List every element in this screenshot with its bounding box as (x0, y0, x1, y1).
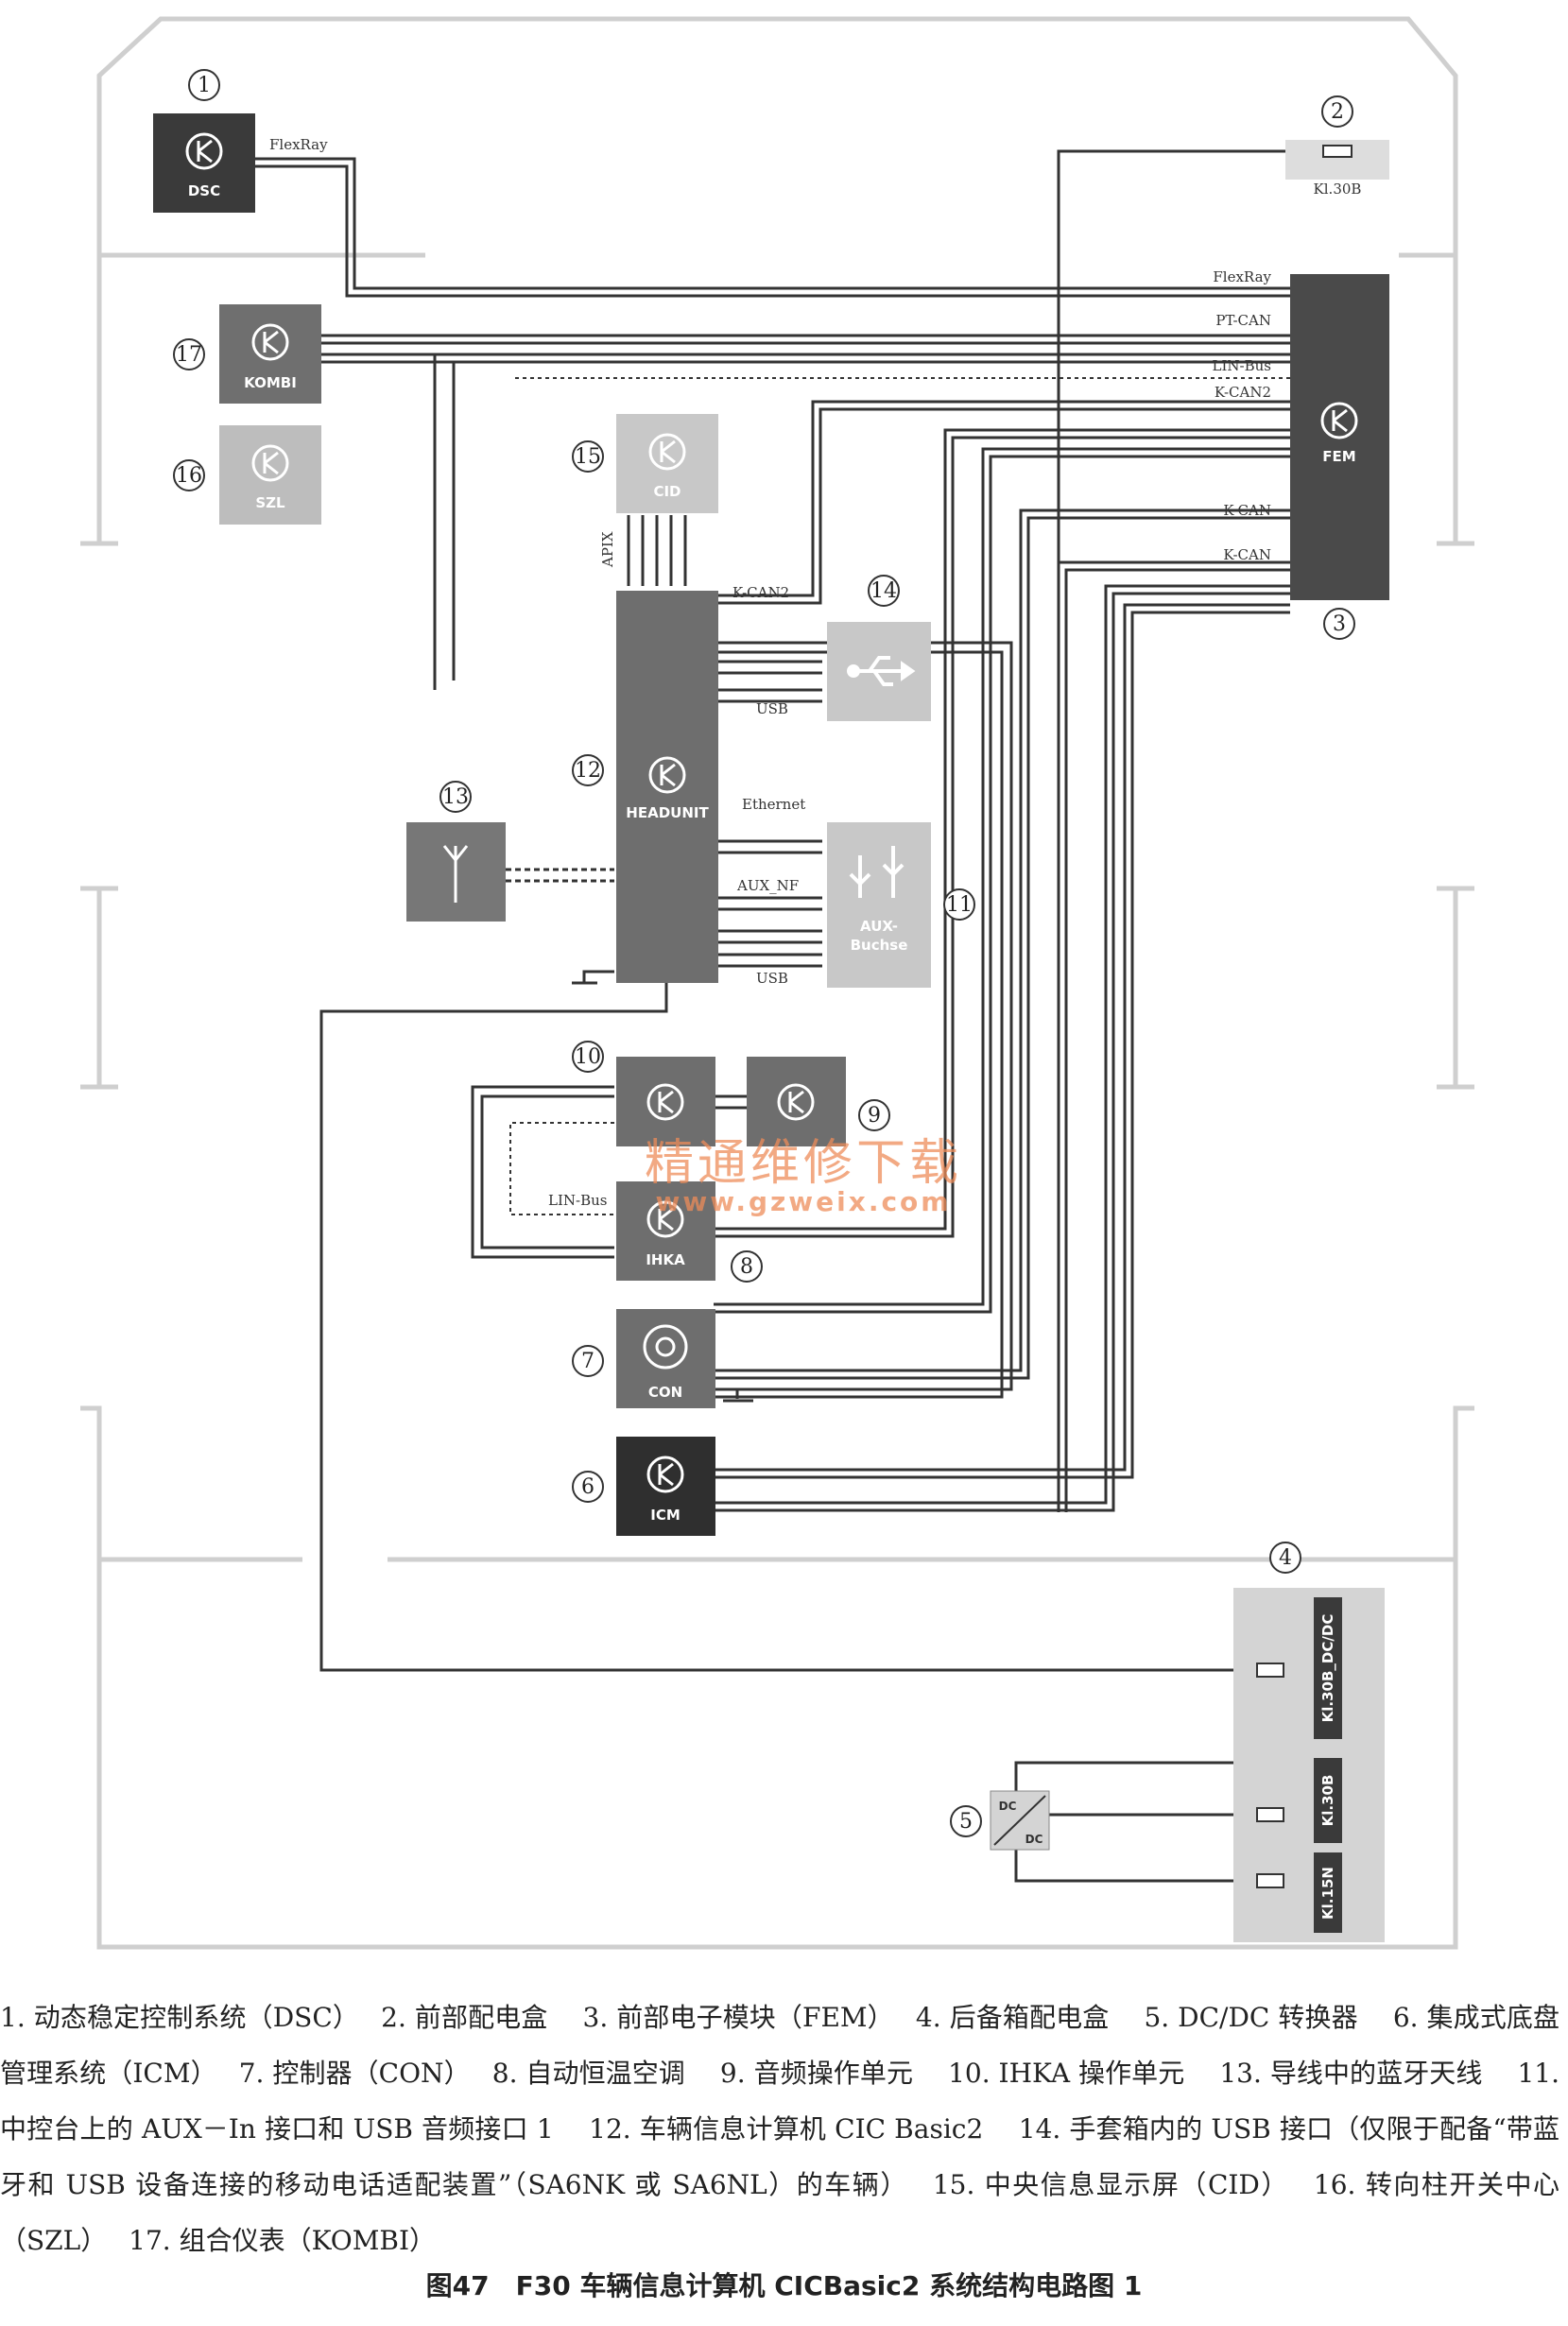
legend-item: 8. 自动恒温空调 (491, 2058, 685, 2089)
num-10: 10 (575, 1045, 601, 1069)
legend-item: 16. 转向柱开关中心（SZL） (0, 2169, 1559, 2256)
rear-box-label-1: Kl.30B_DC/DC (1319, 1614, 1336, 1723)
bus-label-flexray-fem: FlexRay (1213, 268, 1271, 285)
legend-item: 4. 后备箱配电盒 (915, 2002, 1110, 2033)
bus-label-k-can-2: K-CAN (1223, 546, 1271, 563)
rear-box-label-2: Kl.30B (1319, 1775, 1336, 1827)
callout-numbers (173, 69, 1355, 1837)
antenna-icon (442, 845, 469, 903)
wire-harness (255, 149, 1372, 1883)
num-8: 8 (740, 1255, 753, 1279)
num-3: 3 (1333, 612, 1346, 636)
num-5: 5 (959, 1810, 973, 1834)
legend-item: 11. 中控台上的 AUX－In 接口和 USB 音频接口 1 (0, 2058, 1559, 2145)
icm-label: ICM (650, 1507, 681, 1524)
usb-icon (847, 656, 916, 686)
legend-item: 5. DC/DC 转换器 (1144, 2002, 1358, 2033)
num-16: 16 (176, 464, 202, 488)
szl-label: SZL (255, 494, 285, 511)
num-14: 14 (870, 579, 897, 603)
bus-label-pt-can: PT-CAN (1215, 312, 1271, 329)
legend-item: 7. 控制器（CON） (238, 2058, 457, 2089)
bus-label-k-can-1: K-CAN (1223, 502, 1271, 519)
rear-box-label-3: Kl.15N (1319, 1867, 1336, 1920)
bus-label-k-can2-hu: K-CAN2 (732, 584, 789, 601)
bus-label-lin-bus-fem: LIN-Bus (1213, 357, 1271, 374)
bus-label-usb-top: USB (756, 700, 788, 717)
fem-label: FEM (1322, 448, 1355, 465)
rear-fuse-box (1233, 1588, 1385, 1942)
legend-item: 14. 手套箱内的 USB 接口（仅限于配备“带蓝牙和 USB 设备连接的移动电… (0, 2113, 1560, 2200)
icm-module (616, 1437, 715, 1536)
figure-caption: 图47 F30 车辆信息计算机 CICBasic2 系统结构电路图 1 (425, 2270, 1143, 2301)
legend-item: 10. IHKA 操作单元 (948, 2058, 1185, 2089)
controller-icon (643, 1324, 688, 1370)
legend-item: 3. 前部电子模块（FEM） (582, 2002, 881, 2033)
bus-label-aux-nf: AUX_NF (736, 877, 799, 894)
audio-operating-unit (747, 1057, 846, 1146)
num-15: 15 (575, 445, 601, 469)
cid-module (616, 414, 718, 513)
aux-usb-icon (849, 846, 905, 898)
ihka-operating-unit (616, 1057, 715, 1146)
num-13: 13 (442, 785, 469, 809)
system-diagram: FEM DSC Kl.30B KOMBI SZL CID HEADUNIT AU… (80, 16, 1474, 1950)
con-label: CON (648, 1384, 682, 1401)
bus-label-ethernet: Ethernet (742, 796, 805, 813)
bus-label-flexray-dsc: FlexRay (269, 136, 328, 153)
legend-item: 17. 组合仪表（KOMBI） (129, 2225, 436, 2256)
szl-module (219, 425, 321, 525)
num-17: 17 (176, 343, 202, 367)
bus-label-apix: APIX (599, 531, 616, 568)
aux-label-1: AUX- (860, 918, 898, 935)
legend-item: 12. 车辆信息计算机 CIC Basic2 (589, 2113, 984, 2145)
callout-number-text: 1 2 3 4 5 6 7 8 9 10 11 12 13 14 15 16 1… (176, 74, 1346, 1834)
bus-label-usb-bottom: USB (756, 970, 788, 987)
legend-item: 6. 集成式底盘管理系统（ICM） (0, 2002, 1559, 2089)
dcdc-bottom-label: DC (1025, 1833, 1043, 1846)
legend-item: 1. 动态稳定控制系统（DSC） (0, 2002, 346, 2033)
num-2: 2 (1331, 100, 1344, 124)
num-4: 4 (1279, 1546, 1292, 1570)
ihka-module (616, 1181, 715, 1281)
front-fuse-label: Kl.30B (1314, 181, 1362, 198)
num-1: 1 (198, 74, 211, 97)
bus-label-k-can2-fem: K-CAN2 (1215, 384, 1271, 401)
num-11: 11 (946, 893, 973, 917)
kombi-module (219, 304, 321, 404)
legend: 1. 动态稳定控制系统（DSC） 2. 前部配电盒 3. 前部电子模块（FEM）… (0, 1990, 1559, 2268)
bus-label-lin-bus-ihka: LIN-Bus (548, 1192, 607, 1209)
aux-module (827, 822, 931, 988)
legend-item: 2. 前部配电盒 (381, 2002, 548, 2033)
num-6: 6 (581, 1475, 594, 1499)
cid-label: CID (653, 483, 681, 500)
aux-label-2: Buchse (851, 937, 908, 954)
num-9: 9 (868, 1104, 881, 1128)
legend-item: 15. 中央信息显示屏（CID） (932, 2169, 1276, 2200)
legend-item: 9. 音频操作单元 (719, 2058, 914, 2089)
kombi-label: KOMBI (244, 374, 297, 391)
dcdc-top-label: DC (999, 1800, 1017, 1813)
legend-item: 13. 导线中的蓝牙天线 (1219, 2058, 1483, 2089)
dsc-module (153, 113, 255, 213)
bus-labels: FlexRay FlexRay PT-CAN LIN-Bus K-CAN2 K-… (269, 136, 1272, 1209)
num-7: 7 (581, 1350, 594, 1373)
headunit-module (616, 591, 718, 983)
ihka-label: IHKA (646, 1251, 685, 1268)
num-12: 12 (575, 759, 601, 783)
dsc-label: DSC (188, 182, 220, 199)
headunit-label: HEADUNIT (626, 804, 709, 821)
